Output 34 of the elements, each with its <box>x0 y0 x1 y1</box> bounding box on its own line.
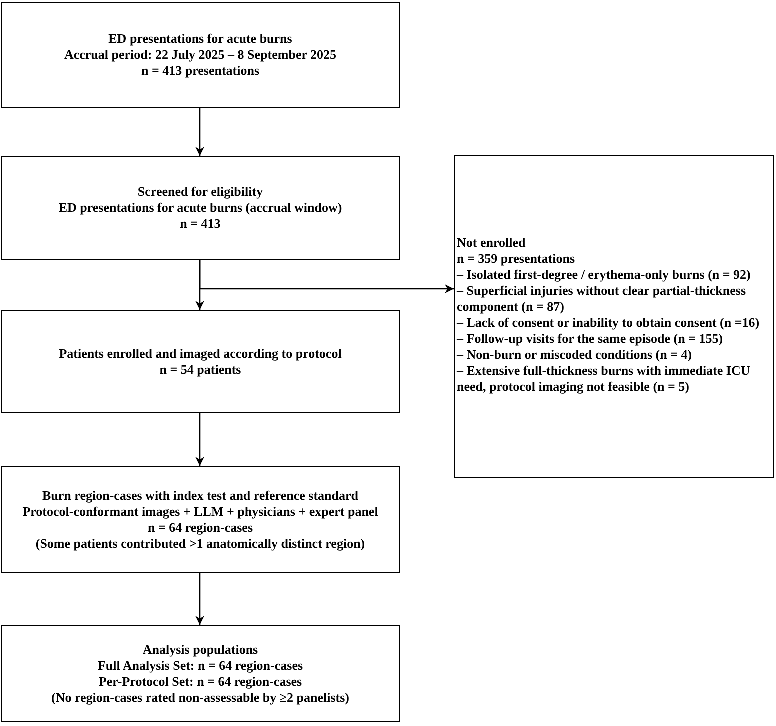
box-text: Per-Protocol Set: n = 64 region-cases <box>98 674 302 690</box>
box-text: – Extensive full-thickness burns with immediate ICU need, protocol imaging not feasible (n = 5) <box>457 363 752 395</box>
box-text: n = 64 region-cases <box>148 520 254 536</box>
box-text: – Lack of consent or inability to obtain consent (n =16) <box>457 315 760 331</box>
process-box <box>1 310 400 413</box>
box-text: (No region-cases rated non-assessable by ≥2 panelists) <box>52 690 350 706</box>
box-text: ED presentations for acute burns (accrual window) <box>58 200 342 216</box>
process-box <box>1 466 400 573</box>
box-text: Protocol-conformant images + LLM + physicians + expert panel <box>22 504 378 520</box>
box-text: – Follow-up visits for the same episode (n = 155) <box>457 331 724 347</box>
box-text: – Superficial injuries without clear partial-thickness component (n = 87) <box>457 283 748 315</box>
box-text: Not enrolled <box>457 235 526 251</box>
box-text: – Non-burn or miscoded conditions (n = 4) <box>457 347 692 363</box>
arrow <box>196 413 204 466</box>
box-text: Burn region-cases with index test and reference standard <box>42 488 358 504</box>
box-text: Screened for eligibility <box>138 184 264 200</box>
box-text: n = 413 presentations <box>141 63 260 79</box>
box-text: n = 413 <box>180 216 221 232</box>
process-box <box>1 156 400 260</box>
arrow <box>199 260 454 294</box>
box-text: – Isolated first-degree / erythema-only burns (n = 92) <box>457 267 751 283</box>
box-text: Patients enrolled and imaged according to protocol <box>59 346 342 362</box>
box-text: Accrual period: 22 July 2025 – 8 September 2025 <box>64 47 337 63</box>
process-box <box>1 2 400 108</box>
box-text: n = 54 patients <box>160 362 242 378</box>
exclusion-box <box>454 155 774 478</box>
box-text: Analysis populations <box>142 642 258 658</box>
arrow <box>196 108 204 156</box>
box-text: Full Analysis Set: n = 64 region-cases <box>98 658 304 674</box>
box-text: (Some patients contributed >1 anatomically distinct region) <box>36 536 366 552</box>
box-text: ED presentations for acute burns <box>108 31 292 47</box>
arrow <box>196 573 204 625</box>
process-box <box>1 625 400 722</box>
box-text: n = 359 presentations <box>457 251 576 267</box>
